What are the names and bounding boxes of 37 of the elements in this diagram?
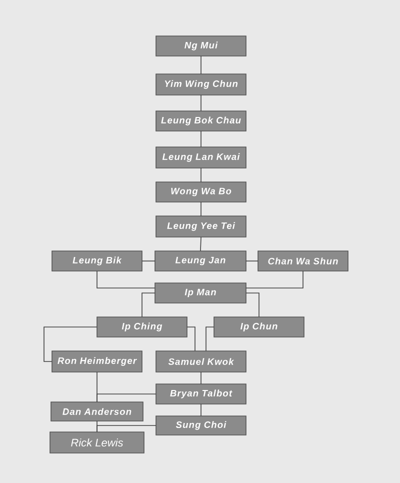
connector-line (200, 131, 202, 147)
name-box: Samuel Kwok (156, 350, 246, 372)
connector-line (246, 292, 260, 317)
connector-line (187, 326, 196, 351)
name-box: Sung Choi (156, 416, 246, 436)
name-box: Ip Man (154, 282, 246, 304)
name-box: Leung Bik (52, 250, 142, 272)
name-box: Leung Bok Chau (156, 110, 246, 132)
name-box: Chan Wa Shun (258, 250, 348, 272)
name-box: Rick Lewis (50, 432, 144, 454)
name-box: Leung Yee Tei (156, 216, 246, 238)
connector-line (246, 271, 304, 288)
connector-line (96, 425, 156, 432)
connector-line (200, 56, 202, 74)
name-box: Dan Anderson (50, 402, 144, 422)
connector-line (200, 372, 202, 384)
name-box: Yim Wing Chun (156, 74, 246, 96)
name-box: Bryan Talbot (156, 384, 246, 404)
connector-line (200, 404, 202, 416)
name-box: Leung Lan Kwai (156, 146, 246, 168)
name-box: Ip Ching (96, 316, 188, 338)
connector-line (200, 237, 202, 251)
name-box: Ip Chun (214, 316, 304, 338)
connector-line (44, 326, 97, 362)
connector-line (200, 168, 202, 182)
connector-line (96, 394, 156, 402)
connector-line (206, 326, 214, 351)
connector-line (142, 292, 155, 317)
name-box: Wong Wa Bo (156, 182, 246, 202)
connector-line (200, 202, 202, 216)
connector-line (96, 271, 155, 288)
connector-line (200, 95, 202, 111)
connector-line (142, 260, 155, 262)
name-box: Leung Jan (154, 250, 246, 272)
connector-line (246, 260, 258, 262)
name-box: Ron Heimberger (52, 350, 142, 372)
name-box: Ng Mui (156, 36, 246, 56)
